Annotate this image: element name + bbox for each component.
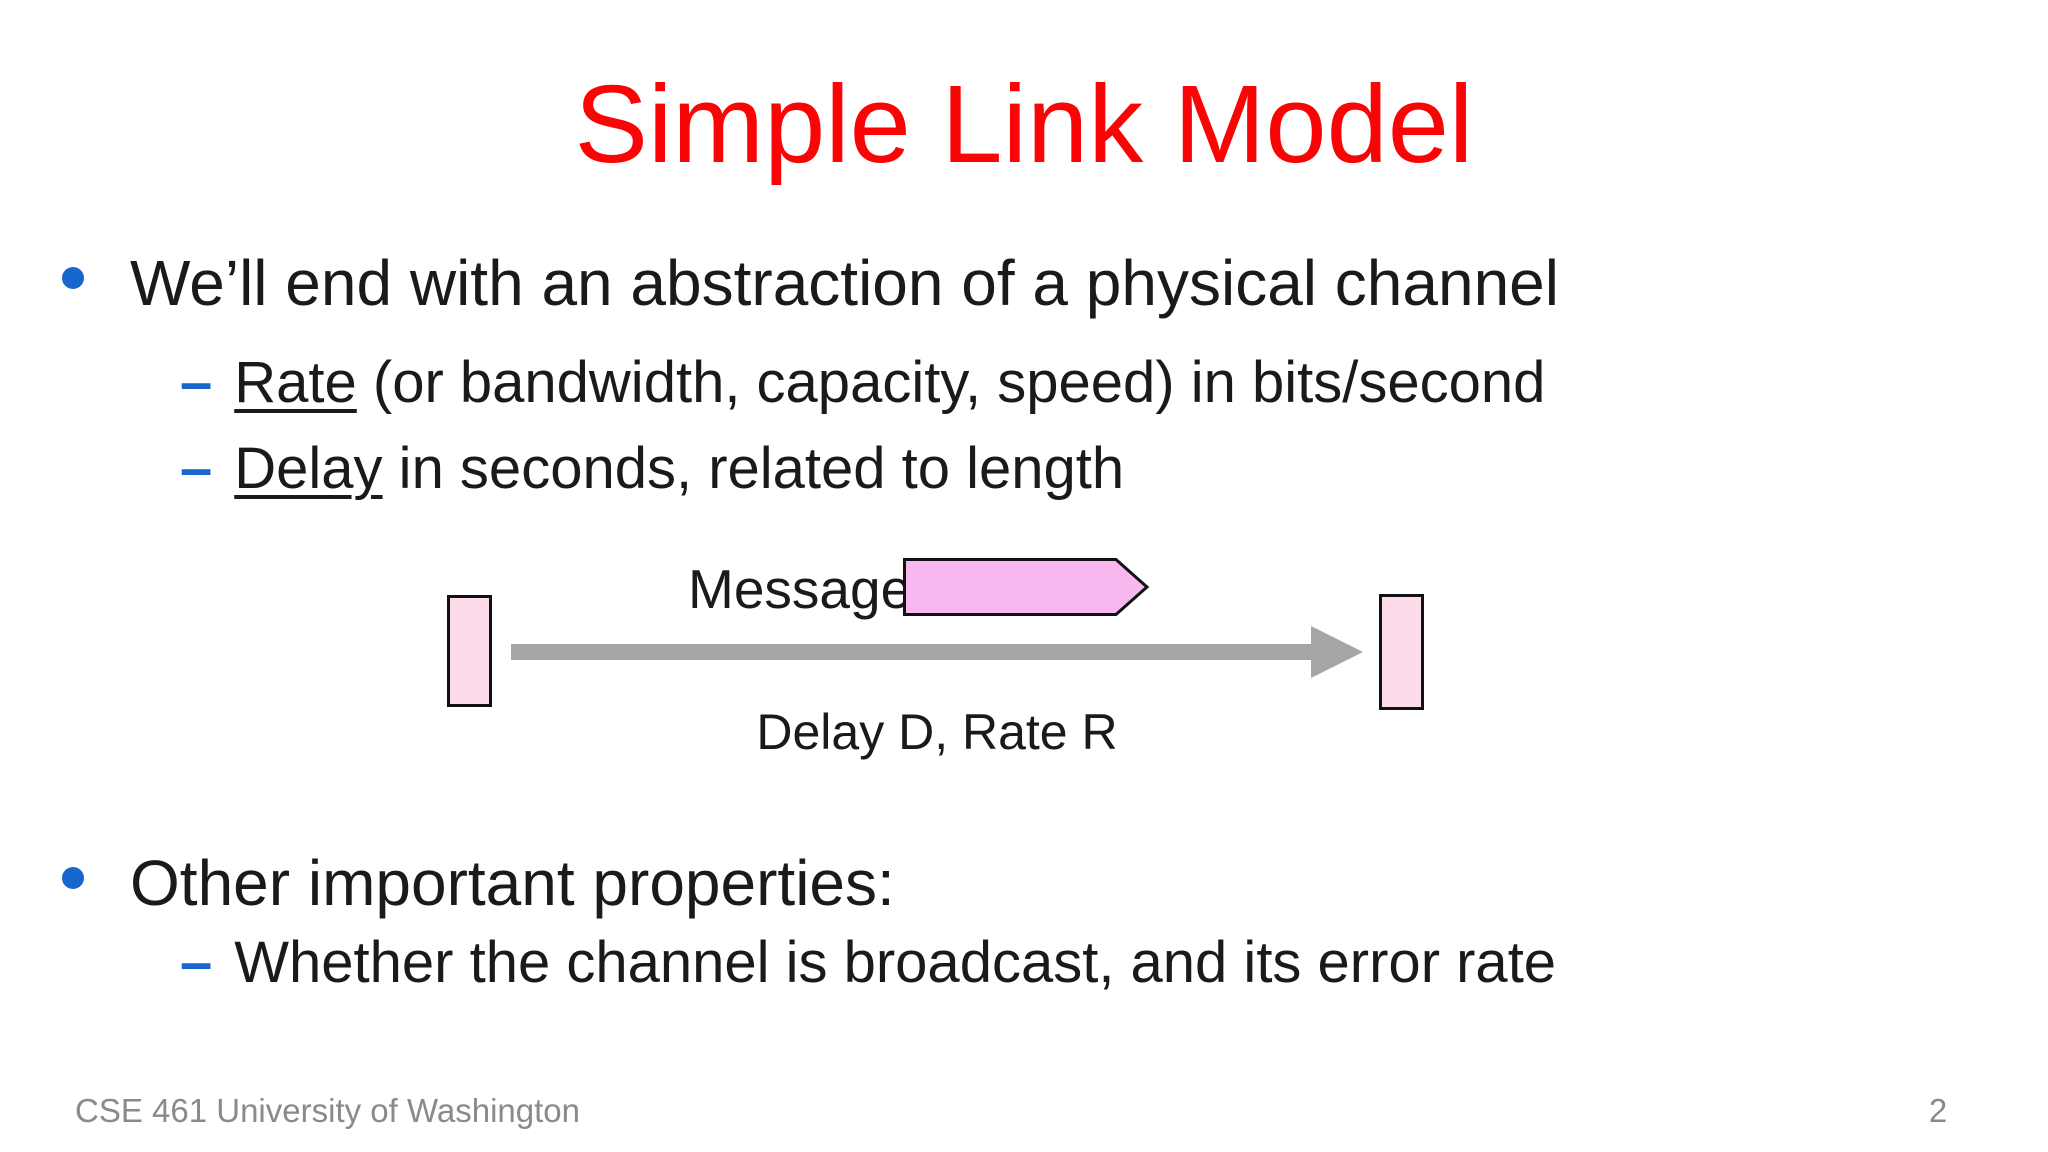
bullet-text: We’ll end with an abstraction of a physi… — [130, 247, 1559, 319]
bullet-item: We’ll end with an abstraction of a physi… — [62, 245, 1559, 322]
sub-bullet-item: – Delay in seconds, related to length — [180, 434, 1124, 504]
sub-bullet-item: – Whether the channel is broadcast, and … — [180, 928, 1556, 998]
slide-title: Simple Link Model — [574, 63, 1474, 186]
sub-bullet-rest: (or bandwidth, capacity, speed) in bits/… — [356, 350, 1546, 415]
link-properties-label: Delay D, Rate R — [756, 704, 1118, 760]
underlined-term: Delay — [234, 436, 383, 501]
sub-bullet-rest: in seconds, related to length — [382, 436, 1125, 501]
sub-bullet-text: Rate (or bandwidth, capacity, speed) in … — [234, 348, 1545, 418]
message-label: Message — [688, 558, 912, 620]
footer-page-number: 2 — [1928, 1092, 1948, 1129]
sub-bullet-item: – Rate (or bandwidth, capacity, speed) i… — [180, 348, 1545, 418]
message-arrow-icon — [903, 558, 1149, 616]
bullet-dot-icon — [62, 267, 84, 289]
underlined-term: Rate — [234, 350, 357, 415]
sub-bullet-text: Whether the channel is broadcast, and it… — [234, 928, 1556, 998]
link-endpoint-left — [447, 595, 492, 707]
bullet-dash-icon: – — [180, 930, 213, 995]
bullet-item: Other important properties: — [62, 845, 895, 922]
bullet-dot-icon — [62, 867, 84, 889]
footer-course-label: CSE 461 University of Washington — [75, 1092, 581, 1129]
link-arrow-shaft — [511, 644, 1311, 660]
bullet-dash-icon: – — [180, 350, 213, 415]
sub-bullet-rest: Whether the channel is broadcast, and it… — [234, 930, 1557, 995]
bullet-text: Other important properties: — [130, 847, 895, 919]
bullet-dash-icon: – — [180, 436, 213, 501]
link-endpoint-right — [1379, 594, 1424, 710]
link-arrow-head-icon — [1311, 626, 1363, 678]
sub-bullet-text: Delay in seconds, related to length — [234, 434, 1124, 504]
